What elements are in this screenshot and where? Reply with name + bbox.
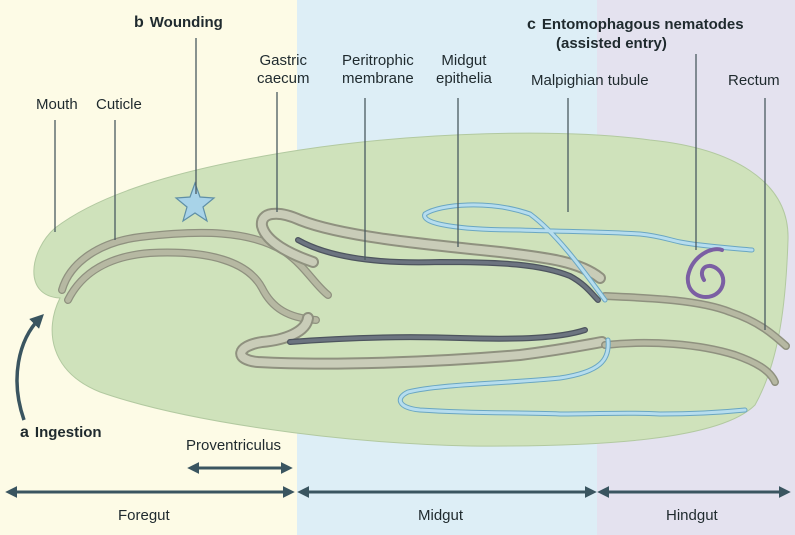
rectum-label: Rectum: [728, 72, 780, 90]
midgut-label: Midgut: [418, 507, 463, 525]
proventriculus-label: Proventriculus: [186, 437, 281, 455]
foregut-label: Foregut: [118, 507, 170, 525]
midgut-epithelia-label: Midgut epithelia: [436, 52, 492, 88]
cuticle-label: Cuticle: [96, 96, 142, 114]
nematodes-label-line2: (assisted entry): [556, 35, 667, 53]
mouth-label: Mouth: [36, 96, 78, 114]
peritrophic-membrane-label: Peritrophic membrane: [342, 52, 414, 88]
malpighian-tubule-label: Malpighian tubule: [531, 72, 649, 90]
gastric-caecum-label: Gastric caecum: [257, 52, 310, 88]
hindgut-label: Hindgut: [666, 507, 718, 525]
